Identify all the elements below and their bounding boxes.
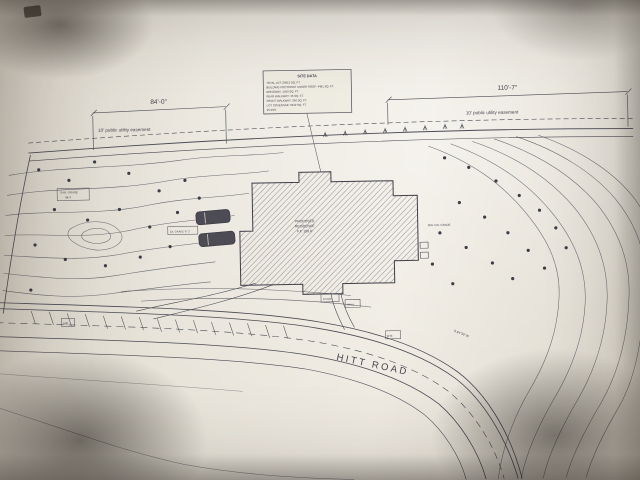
- easement-right-label: 10' public utility easement: [466, 110, 519, 116]
- dimension-right-label: 110'-7": [497, 85, 518, 92]
- existing-grade-label: EX. GRADE 97.2': [170, 229, 191, 233]
- road-bearing-label: S 84°30' W: [453, 329, 469, 338]
- road-lines: [0, 302, 523, 480]
- garage-grade-label-1: GAR. GRADE: [60, 190, 78, 194]
- site-data-line: REAR WALKWAY: 45 SQ. FT.: [266, 94, 303, 99]
- road-name-label: HITT ROAD: [335, 352, 409, 378]
- site-data-line: LOT COVERAGE: 5942 SQ. FT.: [267, 103, 307, 108]
- stoop-label: STOOP: [323, 297, 332, 301]
- site-data-line: DRIVEWAY: 1040 SQ. FT.: [266, 89, 299, 94]
- site-data-title: SITE DATA: [297, 74, 317, 78]
- dimension-lines: [90, 88, 632, 150]
- site-data-box: [262, 69, 353, 173]
- driveway-lines: [136, 282, 355, 330]
- min-grade-label: MIN. FIN. GRADE: [428, 223, 451, 227]
- parked-cars: [195, 209, 236, 248]
- tree-symbols: [29, 156, 568, 292]
- walk-label: WALK: [347, 302, 355, 306]
- mailbox-label: MB: [63, 321, 68, 325]
- ac-pad: [419, 241, 429, 249]
- site-data-line: BUILDING FOOTPRINT UNDER ROOF: 4481 SQ. …: [266, 84, 334, 89]
- car-symbol: [198, 230, 236, 248]
- site-data-line: 25.93%: [267, 108, 277, 112]
- water-meter-label: W.M.: [387, 334, 394, 338]
- building-label-3: F.F. 100.0': [297, 229, 313, 233]
- paper-corner-mark: [23, 5, 42, 18]
- contour-lines-right: [428, 134, 640, 479]
- easement-left-label: 10' public utility easement: [98, 127, 151, 133]
- ac-pad: [419, 251, 429, 259]
- garage-grade-label-2: 98.4': [65, 195, 72, 199]
- contour-lines-left: [2, 152, 372, 308]
- dimension-left-label: 84'-0": [150, 99, 167, 106]
- building-label-2: RESIDENCE: [295, 224, 316, 228]
- shrub-symbols: [322, 123, 465, 138]
- site-data-line: FRONT WALKWAY: 256 SQ. FT.: [267, 98, 308, 103]
- site-data-line: TOTAL LOT: 20912 SQ. FT.: [266, 80, 300, 85]
- car-symbol: [195, 209, 231, 226]
- building-footprint: [239, 171, 429, 295]
- utility-easement-line: [28, 118, 633, 144]
- building-label-1: PROPOSED: [295, 219, 315, 223]
